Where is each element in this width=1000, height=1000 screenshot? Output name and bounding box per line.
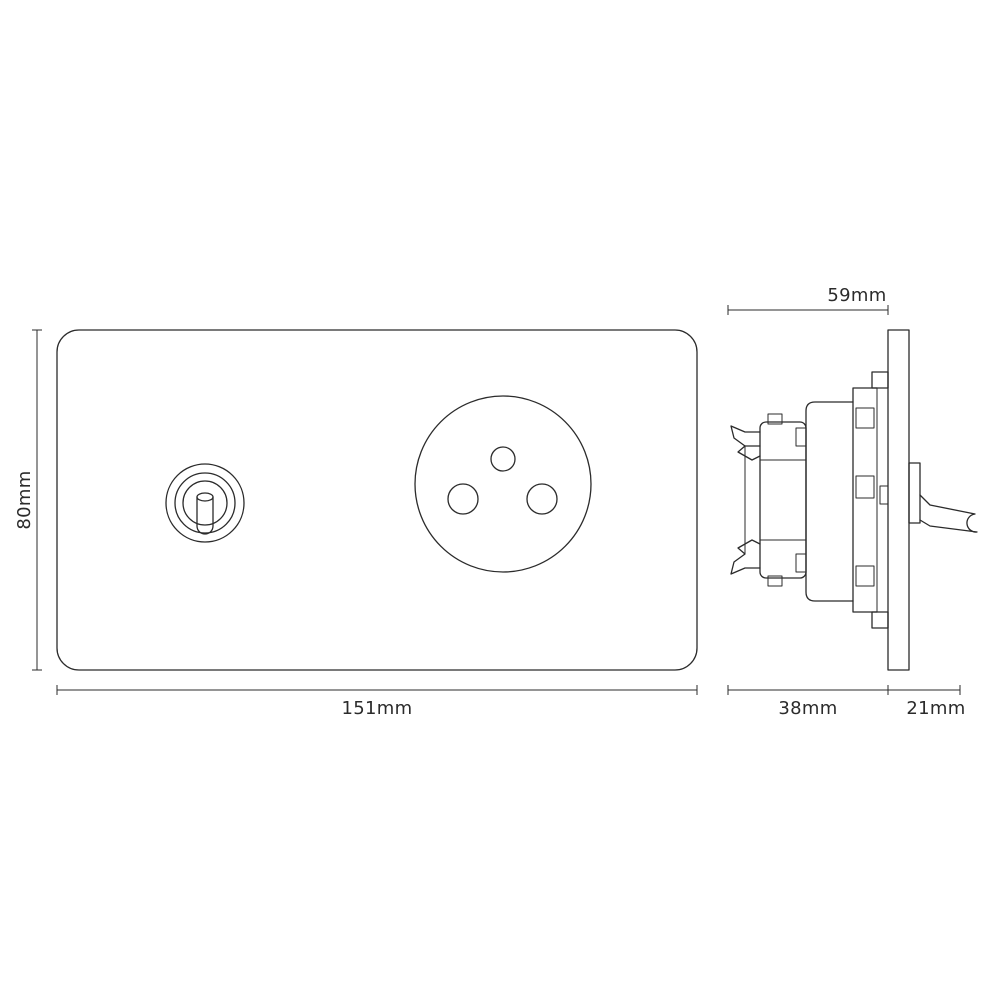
side-toggle-lever: [908, 462, 978, 533]
socket-hole-left: [447, 483, 479, 515]
side-mounting-frame: [852, 371, 889, 629]
side-plate: [887, 329, 910, 671]
plate-height-label: 80mm: [14, 470, 35, 529]
side-wire-clamps: [730, 425, 761, 575]
back-depth-label: 38mm: [778, 698, 837, 719]
side-view: [730, 329, 978, 671]
dimension-total-depth: 59mm: [727, 285, 889, 315]
side-mechanism: [759, 401, 854, 602]
dimension-front-depth: 21mm: [888, 685, 965, 719]
faceplate-outline: [56, 329, 698, 671]
toggle-switch-icon: [165, 463, 245, 543]
dimension-plate-width: 151mm: [56, 685, 698, 719]
socket-outline: [414, 395, 592, 573]
total-depth-label: 59mm: [827, 285, 886, 306]
socket-earth-pin: [490, 446, 516, 472]
french-socket-icon: [414, 395, 592, 573]
front-depth-label: 21mm: [906, 698, 965, 719]
dimension-back-depth: 38mm: [727, 685, 889, 719]
plate-width-label: 151mm: [342, 698, 413, 719]
socket-hole-right: [526, 483, 558, 515]
dimension-plate-height: 80mm: [14, 329, 42, 671]
front-view: [56, 329, 698, 671]
